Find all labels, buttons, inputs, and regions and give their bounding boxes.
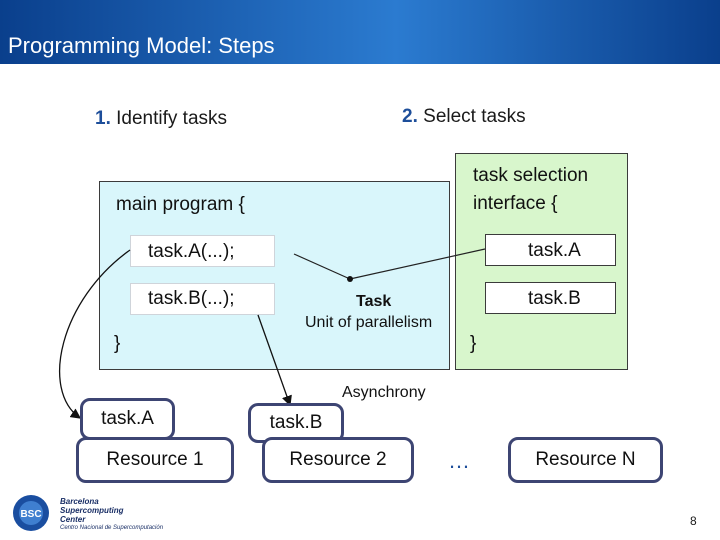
selection-entry-task-b: task.B xyxy=(485,282,616,314)
logo-line-2: Supercomputing xyxy=(60,506,124,515)
bsc-logo-icon: BSC xyxy=(12,494,50,532)
selection-header-line1: task selection xyxy=(473,165,589,186)
resource-1: Resource 1 xyxy=(76,437,234,483)
selection-header-line2: interface { xyxy=(473,193,558,214)
resource-2: Resource 2 xyxy=(262,437,414,483)
logo-line-4: Centro Nacional de Supercomputación xyxy=(60,525,164,531)
resource-n: Resource N xyxy=(508,437,663,483)
main-program-box xyxy=(99,181,450,370)
task-annotation-label: Task xyxy=(356,293,392,310)
task-pointer-selection xyxy=(349,248,486,280)
step-1-label: Identify tasks xyxy=(116,108,228,129)
logo-line-3: Center xyxy=(60,515,86,524)
slide-title: Programming Model: Steps xyxy=(8,33,275,58)
main-call-task-b: task.B(...); xyxy=(130,283,275,315)
svg-text:BSC: BSC xyxy=(20,509,41,520)
step-1-number: 1. xyxy=(95,108,111,129)
resource-1-task: task.A xyxy=(80,398,175,440)
main-program-close: } xyxy=(114,333,121,354)
arrow-task-b-to-resource-2 xyxy=(257,314,292,407)
arrow-task-a-to-resource-1 xyxy=(59,249,131,419)
ellipsis: … xyxy=(448,448,470,473)
title-bar xyxy=(0,0,720,64)
selection-entry-task-a: task.A xyxy=(485,234,616,266)
bsc-logo-text: Barcelona Supercomputing Center Centro N… xyxy=(60,497,163,533)
main-call-task-a: task.A(...); xyxy=(130,235,275,267)
page-number: 8 xyxy=(690,514,697,528)
task-annotation-desc: Unit of parallelism xyxy=(305,314,433,331)
main-program-header: main program { xyxy=(116,194,245,215)
asynchrony-label: Asynchrony xyxy=(342,384,426,401)
step-1: 1. Identify tasks xyxy=(95,108,227,130)
selection-close: } xyxy=(470,333,477,354)
task-pointer-dot xyxy=(347,276,353,282)
step-2-number: 2. xyxy=(402,106,418,127)
step-2-label: Select tasks xyxy=(423,106,526,127)
logo-line-1: Barcelona xyxy=(60,497,99,506)
step-2: 2. Select tasks xyxy=(402,106,526,128)
task-pointer-main xyxy=(293,253,351,280)
